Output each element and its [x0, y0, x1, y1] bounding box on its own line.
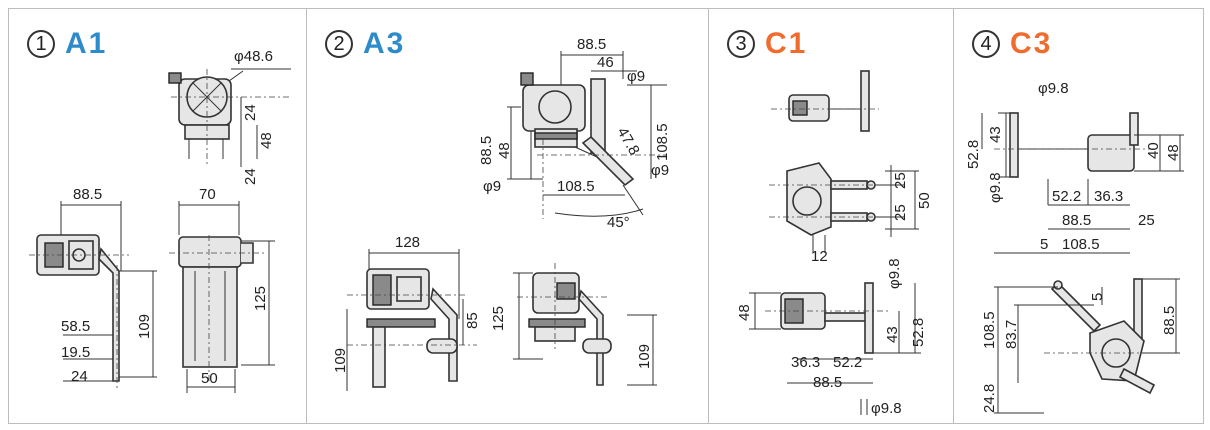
panel-code: C1 [765, 27, 808, 60]
dim-88-5: 88.5 [813, 374, 842, 391]
dim-36-3: 36.3 [791, 354, 820, 371]
a1-side-view [29, 201, 157, 389]
dim-19-5: 19.5 [61, 344, 90, 361]
c3-side-view [994, 278, 1180, 414]
dim-52-2: 52.2 [1052, 188, 1081, 205]
a3-drawing: 88.5 46 φ9 88.5 48 108.5 47.8 φ9 108.5 φ… [332, 36, 671, 391]
dim-88-5-top: 88.5 [577, 36, 606, 53]
dim-70: 70 [199, 186, 216, 203]
a1-drawing: φ48.6 24 48 24 88.5 109 58.5 19.5 [29, 48, 291, 393]
panel-c3: 4 C3 φ9.8 52.8 43 φ9.8 40 48 [954, 9, 1204, 423]
dim-108-5-v: 108.5 [654, 123, 671, 161]
dim-40: 40 [1145, 142, 1162, 159]
panel-c1: 3 C1 25 25 [709, 9, 953, 423]
a1-top-view [168, 68, 291, 167]
dim-109: 109 [136, 314, 153, 339]
dim-88-5-v: 88.5 [478, 136, 495, 165]
dim-52-8: 52.8 [910, 318, 927, 347]
dim-125: 125 [252, 286, 269, 311]
panel-code: C3 [1010, 27, 1053, 60]
dim-25-b: 25 [892, 204, 909, 221]
a3-side-view [346, 249, 477, 391]
figure-frame [8, 8, 1204, 424]
dim-52-8: 52.8 [965, 140, 982, 169]
dim-48: 48 [1165, 144, 1182, 161]
panel-heading: 3 C1 [727, 27, 807, 61]
dim-45deg: 45° [607, 214, 630, 231]
dim-58-5: 58.5 [61, 318, 90, 335]
c1-side-view [749, 282, 921, 415]
a3-top-view [507, 51, 667, 219]
dim-125: 125 [490, 306, 507, 331]
dim-48: 48 [258, 132, 275, 149]
panel-number: 4 [972, 30, 1000, 58]
dim-50: 50 [916, 192, 933, 209]
dim-47-8: 47.8 [614, 125, 643, 159]
c1-top-view [771, 70, 879, 132]
c3-drawing: φ9.8 52.8 43 φ9.8 40 48 52.2 36.3 88.5 2… [965, 80, 1184, 414]
dim-85: 85 [464, 312, 481, 329]
dim-108-5: 108.5 [557, 178, 595, 195]
dim-phi9-8: φ9.8 [886, 258, 903, 289]
panel-divider [708, 9, 709, 423]
panel-code: A3 [363, 27, 406, 60]
dim-50: 50 [201, 370, 218, 387]
dim-108-5: 108.5 [1062, 236, 1100, 253]
dim-83-7: 83.7 [1003, 320, 1020, 349]
dim-108-5-v: 108.5 [981, 311, 998, 349]
dim-24-8: 24.8 [981, 384, 998, 413]
panel-a3: 2 A3 88.5 4 [307, 9, 708, 423]
dim-phi9-a: φ9 [627, 68, 645, 85]
dim-25: 25 [1138, 212, 1155, 229]
c1-drawing: 25 25 50 12 φ9.8 48 43 52.8 36.3 52.2 88… [736, 70, 933, 417]
dim-24c: 24 [71, 368, 88, 385]
panel-a1: 1 A1 φ48.6 24 48 24 [9, 9, 306, 423]
panel-number: 1 [27, 30, 55, 58]
dim-24a: 24 [242, 104, 259, 121]
dim-phi9-c: φ9 [651, 162, 669, 179]
dim-43: 43 [884, 326, 901, 343]
c3-top-view [981, 112, 1184, 254]
dim-36-3: 36.3 [1094, 188, 1123, 205]
dim-5-v: 5 [1089, 293, 1106, 301]
dim-phi9-8-side: φ9.8 [987, 172, 1004, 203]
panel-heading: 2 A3 [325, 27, 405, 61]
panel-divider [306, 9, 307, 423]
c1-front-view [769, 162, 919, 253]
a1-front-view [169, 201, 275, 393]
panel-heading: 4 C3 [972, 27, 1052, 61]
dim-88-5-v: 88.5 [1161, 306, 1178, 335]
panel-heading: 1 A1 [27, 27, 107, 61]
dim-88-5: 88.5 [73, 186, 102, 203]
dim-43: 43 [987, 126, 1004, 143]
dim-phi9-8-bottom: φ9.8 [871, 400, 902, 417]
dim-46: 46 [597, 54, 614, 71]
dim-phi9-8-top: φ9.8 [1038, 80, 1069, 97]
dim-48: 48 [496, 142, 513, 159]
panel-divider [953, 9, 954, 423]
dim-24b: 24 [242, 168, 259, 185]
panel-code: A1 [65, 27, 108, 60]
dim-phi9-b: φ9 [483, 178, 501, 195]
dim-25-a: 25 [892, 172, 909, 189]
panel-number: 2 [325, 30, 353, 58]
dim-109-right: 109 [636, 344, 653, 369]
panel-number: 3 [727, 30, 755, 58]
dim-pipe: φ48.6 [234, 48, 273, 65]
dim-5-left: 5 [1040, 236, 1048, 253]
dim-48: 48 [736, 304, 753, 321]
dim-12: 12 [811, 248, 828, 265]
dim-109-left: 109 [332, 348, 349, 373]
dim-52-2: 52.2 [833, 354, 862, 371]
dim-128: 128 [395, 234, 420, 251]
dim-88-5: 88.5 [1062, 212, 1091, 229]
a3-front-view [513, 263, 657, 386]
